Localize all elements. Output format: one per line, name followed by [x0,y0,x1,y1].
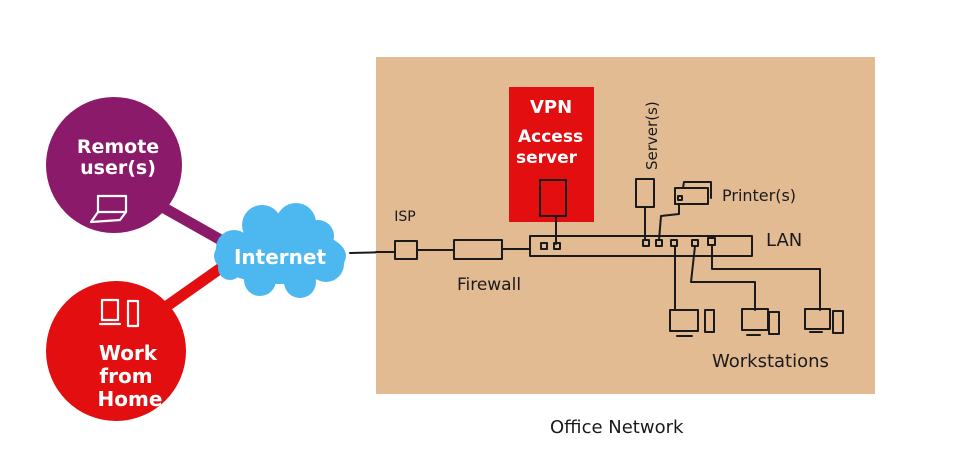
firewall-node: Firewall [453,239,531,295]
isp-label: ISP [394,209,415,225]
internet-label: Internet [234,245,326,269]
servers-label: Server(s) [643,101,661,170]
printers-label: Printer(s) [722,186,796,205]
work-from-home-label-line1: Work [99,341,158,365]
printer-device [674,187,709,205]
laptop-icon [89,194,128,224]
workstations-label: Workstations [712,351,829,372]
work-from-home-label-line2: from [99,364,152,388]
workstations-node: Workstations [669,244,844,372]
cloud-icon [214,203,346,298]
isp-node: ISP [375,209,455,260]
remote-users-label-line2: user(s) [80,157,156,179]
lan-switch [529,235,753,257]
remote-users-circle [46,97,182,233]
vpn-label-line3: server [516,148,578,168]
vpn-label-line2: Access [518,127,583,147]
office-network-area [376,57,875,394]
lan-label: LAN [766,230,802,251]
vpn-label-line1: VPN [530,97,572,118]
vpn-server-device [539,179,567,217]
workstation-3 [804,308,844,334]
workstation-2 [741,308,780,336]
work-from-home-label-line3: Home [98,387,163,411]
vpn-access-server-node: VPN Access server [509,87,594,245]
work-from-home-circle [46,281,186,421]
internet-node: Internet [214,203,346,298]
servers-node: Server(s) [635,101,661,241]
firewall-label: Firewall [457,275,521,295]
remote-users-label-line1: Remote [77,136,159,158]
office-network-caption: Office Network [550,417,684,438]
vpn-box [509,87,594,222]
lan-node: LAN [529,230,802,257]
desktop-computer-icon [98,298,140,328]
work-from-home-node: Work from Home [46,281,186,421]
workstation-1 [669,309,715,337]
printers-node: Printer(s) [658,181,796,241]
remote-users-node: Remote user(s) [46,97,182,233]
